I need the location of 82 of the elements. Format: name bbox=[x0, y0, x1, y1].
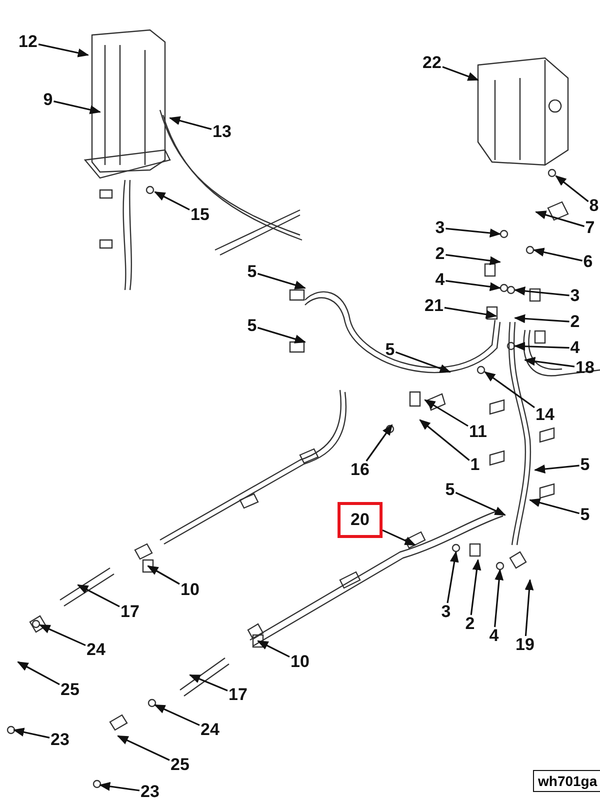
callout-number: 9 bbox=[42, 91, 54, 109]
callout-number: 2 bbox=[464, 615, 476, 633]
leader-line bbox=[395, 351, 452, 373]
leader-line bbox=[534, 464, 580, 474]
leader-line bbox=[555, 175, 589, 202]
drawing-number: wh701ga bbox=[533, 770, 600, 792]
leader-line bbox=[444, 306, 498, 319]
leader-line bbox=[446, 228, 502, 238]
callout-number: 16 bbox=[350, 461, 370, 479]
leader-line bbox=[382, 529, 416, 546]
leader-line bbox=[532, 248, 582, 262]
leader-line bbox=[188, 674, 228, 692]
leader-line bbox=[528, 498, 580, 514]
callout-number: 3 bbox=[434, 219, 446, 237]
leader-line bbox=[424, 399, 468, 427]
callout-number: 17 bbox=[120, 603, 140, 621]
callout-number: 5 bbox=[246, 263, 258, 281]
leader-line bbox=[534, 210, 585, 228]
callout-number: 8 bbox=[588, 197, 600, 215]
callout-number: 6 bbox=[582, 253, 594, 271]
callout-number: 11 bbox=[468, 423, 488, 441]
leader-line bbox=[455, 492, 506, 516]
leader-line bbox=[168, 116, 212, 130]
leader-line bbox=[154, 704, 200, 726]
callout-number: 5 bbox=[246, 317, 258, 335]
leader-line bbox=[38, 44, 90, 58]
leader-line bbox=[484, 371, 535, 408]
leader-line bbox=[17, 661, 60, 686]
callout-number: 5 bbox=[579, 456, 591, 474]
leader-line bbox=[419, 419, 470, 461]
callout-number: 10 bbox=[290, 653, 310, 671]
leader-line bbox=[147, 565, 180, 585]
leader-line bbox=[257, 272, 306, 290]
callout-number: 3 bbox=[440, 603, 452, 621]
callout-number: 2 bbox=[434, 245, 446, 263]
callout-number: 4 bbox=[434, 271, 446, 289]
leader-line bbox=[446, 280, 502, 292]
leader-line bbox=[446, 254, 502, 266]
leader-line bbox=[470, 558, 482, 616]
leader-line bbox=[38, 624, 86, 646]
callout-number: 3 bbox=[569, 287, 581, 305]
leader-line bbox=[77, 584, 120, 608]
callout-number: 5 bbox=[444, 481, 456, 499]
leader-line bbox=[442, 66, 480, 81]
callout-number: 21 bbox=[424, 297, 444, 315]
leader-line bbox=[257, 326, 306, 344]
callout-number: 25 bbox=[170, 756, 190, 774]
callout-number: 15 bbox=[190, 206, 210, 224]
callout-number: 7 bbox=[584, 219, 596, 237]
leader-line bbox=[524, 356, 575, 368]
callout-number: 5 bbox=[384, 341, 396, 359]
leader-line bbox=[524, 578, 534, 636]
callout-number: 22 bbox=[422, 54, 442, 72]
leader-line bbox=[366, 424, 393, 462]
leader-line bbox=[116, 735, 170, 761]
callout-number: 4 bbox=[569, 339, 581, 357]
callout-number: 25 bbox=[60, 681, 80, 699]
leader-line bbox=[54, 100, 102, 114]
callout-number: 4 bbox=[488, 627, 500, 645]
callout-number: 13 bbox=[212, 123, 232, 141]
callout-number: 19 bbox=[514, 636, 536, 654]
leader-line bbox=[514, 342, 570, 351]
callout-number: 23 bbox=[50, 731, 70, 749]
leader-line bbox=[446, 550, 459, 604]
leader-line bbox=[257, 640, 290, 658]
callout-number: 12 bbox=[18, 33, 38, 51]
callout-number: 17 bbox=[228, 686, 248, 704]
leader-line bbox=[12, 728, 50, 738]
callout-number: 1 bbox=[469, 456, 481, 474]
leader-line bbox=[494, 568, 504, 628]
callout-number: 20 bbox=[338, 502, 382, 538]
leader-line bbox=[98, 782, 140, 792]
callout-number: 10 bbox=[180, 581, 200, 599]
leader-line bbox=[154, 191, 190, 210]
leader-line bbox=[514, 314, 570, 324]
callout-number: 24 bbox=[200, 721, 220, 739]
leader-line bbox=[514, 286, 570, 296]
callout-number: 14 bbox=[534, 406, 556, 424]
callout-number: 24 bbox=[86, 641, 106, 659]
callout-number: 23 bbox=[140, 783, 160, 800]
callout-number: 5 bbox=[579, 506, 591, 524]
callout-number: 2 bbox=[569, 313, 581, 331]
